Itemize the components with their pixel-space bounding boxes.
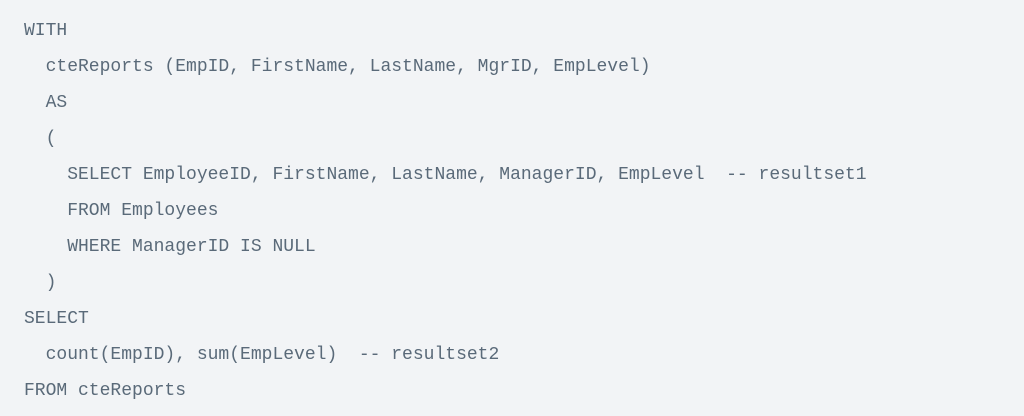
code-line: ( [24,129,57,149]
code-line: FROM Employees [24,201,219,221]
code-line: FROM cteReports [24,381,187,401]
code-line: AS [24,93,68,113]
code-line: ) [24,273,57,293]
code-line: cteReports (EmpID, FirstName, LastName, … [24,57,651,77]
code-line: SELECT EmployeeID, FirstName, LastName, … [24,165,867,185]
code-line: SELECT [24,309,89,329]
code-line: WITH [24,21,68,41]
code-line: count(EmpID), sum(EmpLevel) -- resultset… [24,345,500,365]
code-line: WHERE ManagerID IS NULL [24,237,316,257]
